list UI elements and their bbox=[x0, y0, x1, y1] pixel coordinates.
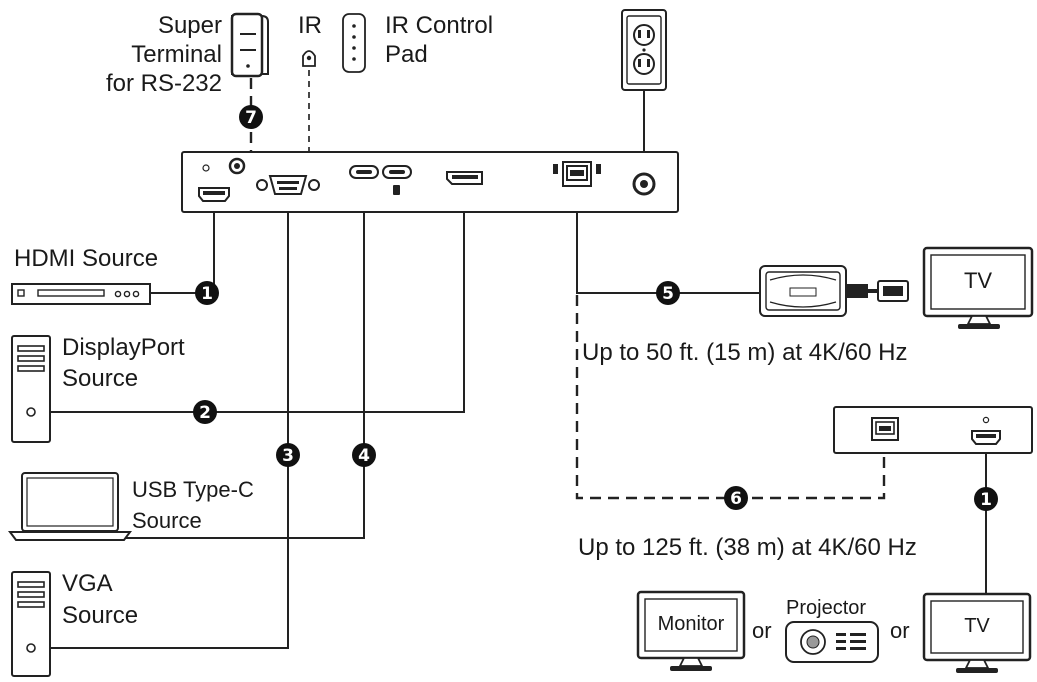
super-terminal-label-1: Super bbox=[158, 12, 222, 39]
hdbaset-port[interactable] bbox=[553, 161, 601, 187]
ir-sensor-icon bbox=[302, 50, 316, 67]
usbc-source-laptop bbox=[8, 472, 132, 541]
cable-hdbaset-long bbox=[575, 295, 886, 500]
svg-text:2: 2 bbox=[199, 403, 211, 423]
tv-display-bottom bbox=[922, 592, 1032, 673]
badge-7: 7 bbox=[239, 105, 263, 129]
ir-control-pad-label-2: Pad bbox=[385, 41, 428, 68]
rs232-terminal-device bbox=[230, 12, 269, 78]
cable-displayport bbox=[40, 186, 465, 413]
hdmi-input-port[interactable] bbox=[198, 187, 230, 202]
cable-usbc bbox=[120, 190, 365, 539]
projector-label: Projector bbox=[786, 597, 866, 619]
vga-source-label-1: VGA bbox=[62, 570, 113, 597]
cable-vga bbox=[40, 190, 289, 649]
power-port[interactable] bbox=[632, 172, 656, 196]
usbc-source-label-1: USB Type-C bbox=[132, 477, 254, 502]
hdmi-source-device bbox=[11, 283, 151, 305]
super-terminal-label-2: Terminal bbox=[131, 41, 222, 68]
ir-control-pad-label-1: IR Control bbox=[385, 12, 493, 39]
tv-top-label: TV bbox=[964, 268, 992, 293]
badge-3: 3 bbox=[276, 443, 300, 467]
tv-bottom-label: TV bbox=[964, 615, 990, 637]
distance-50-label: Up to 50 ft. (15 m) at 4K/60 Hz bbox=[582, 339, 907, 366]
super-terminal-label-3: for RS-232 bbox=[106, 70, 222, 97]
ir-label: IR bbox=[298, 12, 322, 39]
svg-text:7: 7 bbox=[245, 108, 257, 128]
monitor-label: Monitor bbox=[658, 613, 725, 635]
svg-text:3: 3 bbox=[282, 446, 294, 466]
power-outlet-icon bbox=[621, 9, 667, 91]
ir-control-pad-device bbox=[342, 13, 366, 73]
distance-125-label: Up to 125 ft. (38 m) at 4K/60 Hz bbox=[578, 534, 917, 561]
monitor-display bbox=[636, 590, 746, 671]
displayport-port[interactable] bbox=[446, 171, 483, 185]
svg-text:5: 5 bbox=[662, 284, 674, 304]
svg-text:4: 4 bbox=[358, 446, 370, 466]
svg-text:1: 1 bbox=[201, 284, 213, 304]
badge-1-output: 1 bbox=[974, 487, 998, 511]
or-label-2: or bbox=[890, 618, 910, 643]
displayport-source-label-1: DisplayPort bbox=[62, 334, 185, 361]
hdbaset-receiver-dongle bbox=[759, 265, 909, 317]
vga-source-device bbox=[11, 571, 51, 677]
displayport-source-label-2: Source bbox=[62, 365, 138, 392]
hdbaset-receiver-box bbox=[833, 406, 1033, 454]
svg-text:1: 1 bbox=[980, 490, 992, 510]
projector-device bbox=[785, 621, 879, 663]
badge-1-hdmi: 1 bbox=[195, 281, 219, 305]
av-switcher bbox=[181, 151, 679, 213]
tv-display-top bbox=[922, 246, 1034, 329]
usbc-source-label-2: Source bbox=[132, 508, 202, 533]
badge-4: 4 bbox=[352, 443, 376, 467]
cable-hdmi-input bbox=[150, 210, 215, 294]
badge-2: 2 bbox=[193, 400, 217, 424]
badge-6: 6 bbox=[724, 486, 748, 510]
vga-port[interactable] bbox=[256, 175, 320, 195]
svg-text:6: 6 bbox=[730, 489, 742, 509]
badge-5: 5 bbox=[656, 281, 680, 305]
vga-source-label-2: Source bbox=[62, 602, 138, 629]
hdmi-source-label: HDMI Source bbox=[14, 245, 158, 272]
cable-hdbaset-short bbox=[576, 195, 760, 294]
or-label-1: or bbox=[752, 618, 772, 643]
displayport-source-device bbox=[11, 335, 51, 443]
